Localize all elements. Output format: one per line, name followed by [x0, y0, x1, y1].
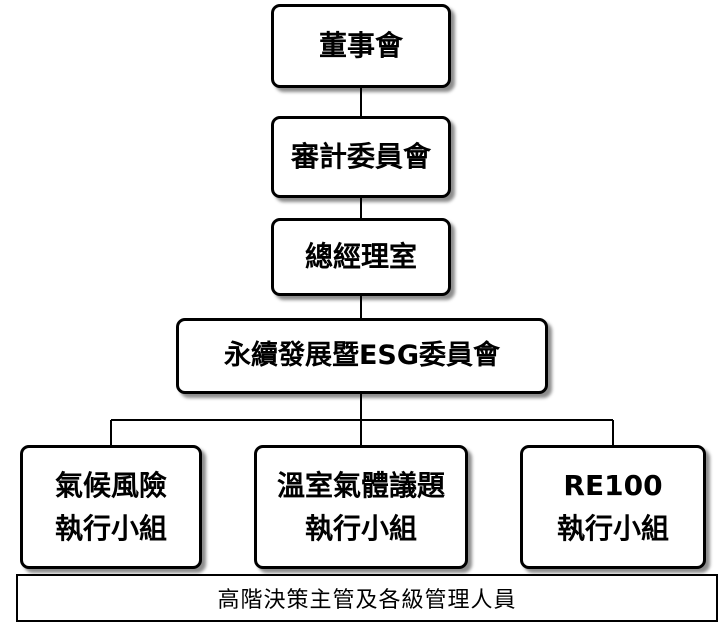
climate-risk-group-subtitle: 執行小組 [54, 512, 167, 545]
audit-committee-box: 審計委員會 [271, 116, 451, 198]
ghg-issues-group-box: 溫室氣體議題 執行小組 [254, 445, 468, 569]
re100-group-subtitle: 執行小組 [556, 512, 669, 545]
board-of-directors-label: 董事會 [318, 29, 403, 63]
re100-group-box: RE100 執行小組 [520, 445, 706, 569]
general-manager-office-label: 總經理室 [304, 240, 417, 274]
esg-committee-box: 永續發展暨ESG委員會 [176, 318, 548, 394]
audit-committee-label: 審計委員會 [290, 140, 431, 174]
esg-committee-label: 永續發展暨ESG委員會 [223, 340, 501, 372]
general-manager-office-box: 總經理室 [271, 218, 451, 296]
ghg-issues-group-subtitle: 執行小組 [304, 512, 417, 545]
ghg-issues-group-title: 溫室氣體議題 [276, 468, 445, 502]
re100-group-title: RE100 [563, 468, 663, 502]
board-of-directors-box: 董事會 [271, 4, 451, 88]
climate-risk-group-box: 氣候風險 執行小組 [20, 445, 202, 569]
management-footer-label: 高階決策主管及各級管理人員 [217, 588, 517, 613]
climate-risk-group-title: 氣候風險 [54, 468, 167, 502]
management-footer-box: 高階決策主管及各級管理人員 [16, 574, 718, 622]
